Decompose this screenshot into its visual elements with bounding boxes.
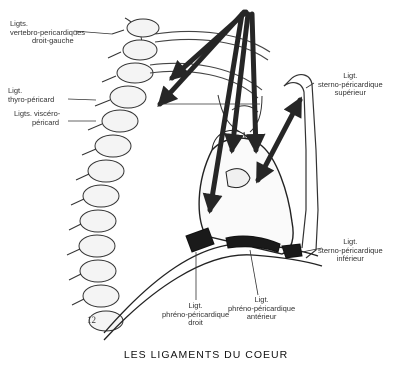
figure-caption: LES LIGAMENTS DU COEUR [0, 349, 412, 361]
label-viscero-pericard: Ligts. viscéro- péricard [14, 110, 60, 127]
label-phreno-anterieur: Ligt. phréno-péricardique antérieur [228, 296, 295, 322]
label-sterno-inferieur: Ligt. sterno-péricardique inférieur [318, 238, 383, 264]
ligament-sterno-inferieur [282, 244, 302, 258]
label-sterno-superieur: Ligt. sterno-péricardique supérieur [318, 72, 383, 98]
label-vertebro-pericardiques: Ligts. vertebro-pericardiques droit-gauc… [10, 20, 85, 46]
arrow-sterno-superior [258, 100, 300, 180]
label-thyro-pericard: Ligt. thyro-péricard [8, 87, 54, 104]
label-phreno-droit: Ligt. phréno-péricardique droit [162, 302, 229, 328]
page-number: 12 [87, 315, 96, 325]
vertebral-column [67, 18, 159, 331]
ligament-phreno-droit [186, 228, 214, 252]
